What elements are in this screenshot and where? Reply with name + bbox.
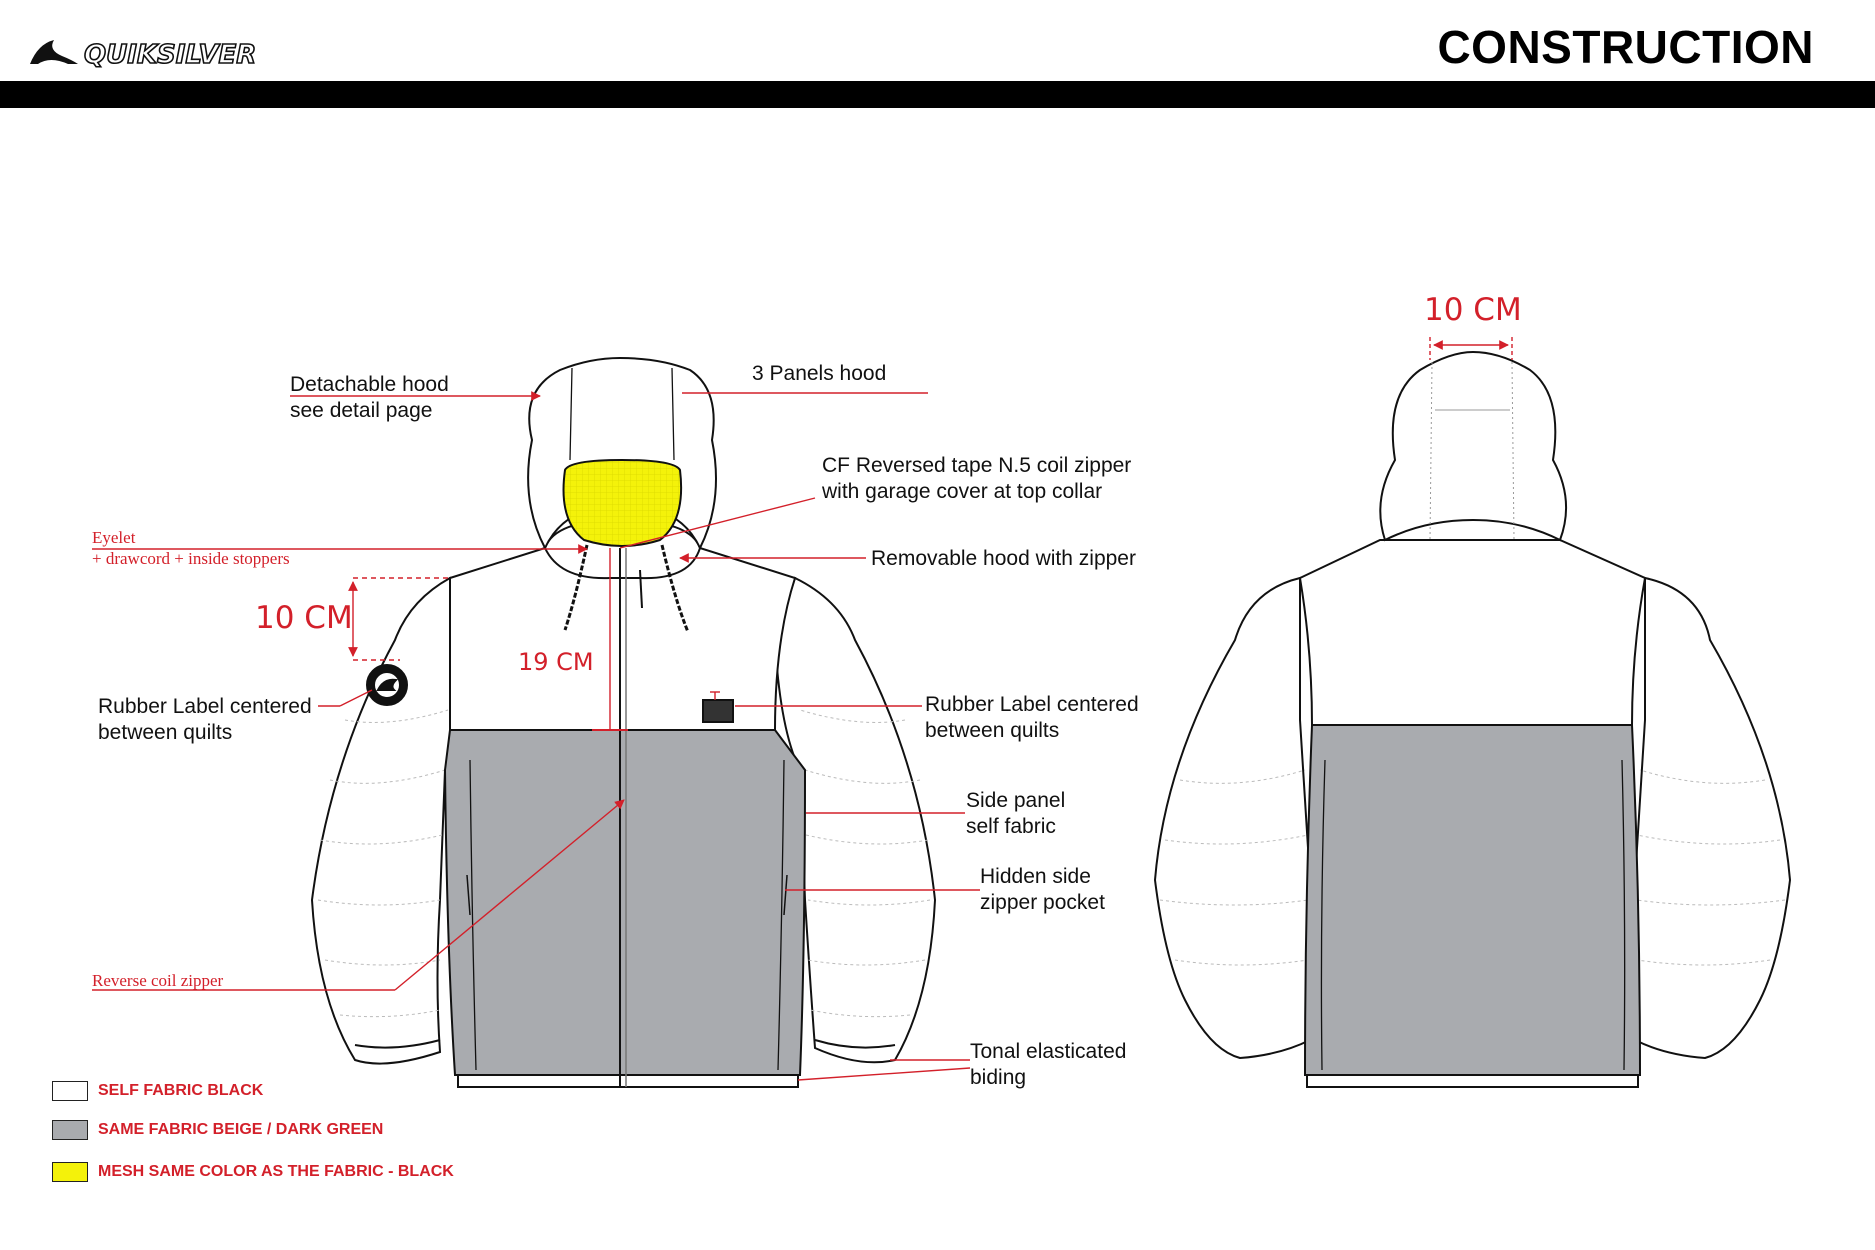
label-rubber-label-left: Rubber Label centered between quilts bbox=[98, 695, 312, 744]
chest-rubber-label bbox=[702, 699, 734, 723]
label-hidden-pocket: Hidden side zipper pocket bbox=[980, 865, 1105, 914]
back-left-sleeve bbox=[1153, 576, 1312, 1060]
measure-zipper-19cm: 19 CM bbox=[518, 648, 594, 676]
measure-hood-10cm: 10 CM bbox=[1424, 292, 1522, 328]
quiksilver-logo: QUIKSILVER bbox=[28, 34, 308, 73]
back-jacket bbox=[1153, 350, 1792, 1088]
annotation-lines bbox=[92, 337, 1513, 1081]
legend-swatch-grey bbox=[52, 1120, 88, 1140]
hood-mesh-lining bbox=[562, 458, 683, 547]
measure-shoulder-10cm: 10 CM bbox=[255, 600, 353, 636]
label-3-panels-hood: 3 Panels hood bbox=[752, 362, 887, 385]
legend-swatch-yellow bbox=[52, 1162, 88, 1182]
label-eyelet: Eyelet + drawcord + inside stoppers bbox=[92, 528, 290, 568]
back-right-sleeve bbox=[1633, 576, 1792, 1060]
label-tonal-elasticated: Tonal elasticated biding bbox=[970, 1040, 1127, 1089]
back-hood bbox=[1379, 350, 1568, 542]
label-removable-hood: Removable hood with zipper bbox=[871, 547, 1136, 570]
legend-swatch-white bbox=[52, 1081, 88, 1101]
legend-item-mesh: MESH SAME COLOR AS THE FABRIC - BLACK bbox=[52, 1161, 454, 1183]
front-lower-panel bbox=[443, 729, 807, 1076]
label-reverse-coil-zipper: Reverse coil zipper bbox=[92, 971, 224, 990]
page-title: CONSTRUCTION bbox=[1437, 21, 1814, 73]
legend-item-same-fabric: SAME FABRIC BEIGE / DARK GREEN bbox=[52, 1119, 383, 1141]
svg-text:QUIKSILVER: QUIKSILVER bbox=[84, 40, 256, 68]
label-cf-zipper: CF Reversed tape N.5 coil zipper with ga… bbox=[822, 454, 1132, 503]
back-lower-panel bbox=[1303, 724, 1642, 1076]
front-jacket bbox=[310, 356, 937, 1088]
legend-item-self-fabric: SELF FABRIC BLACK bbox=[52, 1080, 263, 1102]
label-detachable-hood: Detachable hood see detail page bbox=[290, 373, 449, 422]
label-side-panel: Side panel self fabric bbox=[966, 789, 1066, 838]
back-yoke bbox=[1298, 539, 1647, 726]
header-bar bbox=[0, 81, 1875, 108]
label-rubber-label-right: Rubber Label centered between quilts bbox=[925, 693, 1139, 742]
